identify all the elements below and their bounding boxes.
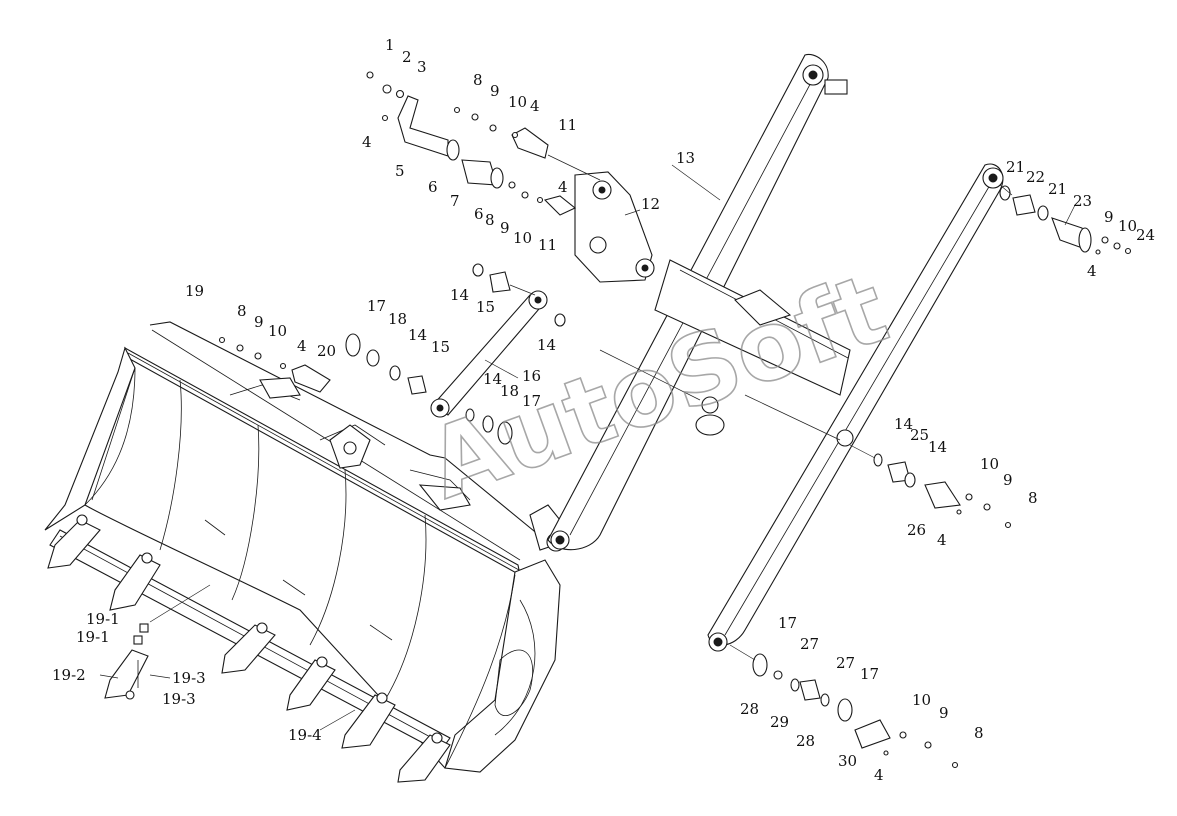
callout-19-1a: 19-1: [86, 610, 120, 628]
callout-6: 6: [428, 178, 438, 196]
callout-30: 30: [838, 752, 857, 770]
leader-lines: [99, 164, 1076, 731]
callout-14e: 14: [894, 415, 913, 433]
bell-crank: [574, 171, 655, 283]
callout-5: 5: [395, 162, 405, 180]
callout-10c: 10: [268, 322, 287, 340]
callout-28b: 28: [796, 732, 815, 750]
callout-9f: 9: [939, 704, 949, 722]
callout-2: 2: [402, 48, 412, 66]
callout-28: 28: [740, 700, 759, 718]
callout-11b: 11: [538, 236, 557, 254]
boom-arm: [547, 53, 1004, 652]
callout-13: 13: [676, 149, 695, 167]
callout-27: 27: [800, 635, 819, 653]
callout-24: 24: [1136, 226, 1155, 244]
callout-15b: 15: [431, 338, 450, 356]
callout-11: 11: [558, 116, 577, 134]
callout-18b: 18: [500, 382, 519, 400]
callout-4g: 4: [874, 766, 884, 784]
callout-10f: 10: [912, 691, 931, 709]
callout-3: 3: [417, 58, 427, 76]
callout-10d: 10: [1118, 217, 1137, 235]
callout-16: 16: [522, 367, 541, 385]
callout-19-3b: 19-3: [162, 690, 196, 708]
tooth-detail: [104, 584, 211, 700]
callout-14: 14: [450, 286, 469, 304]
bucket: [44, 321, 566, 783]
callout-19-1b: 19-1: [76, 628, 110, 646]
callout-26: 26: [907, 521, 926, 539]
callout-8d: 8: [1028, 489, 1038, 507]
callout-15: 15: [476, 298, 495, 316]
callout-4d: 4: [297, 337, 307, 355]
callout-14f: 14: [928, 438, 947, 456]
callout-8: 8: [473, 71, 483, 89]
callout-14c: 14: [408, 326, 427, 344]
callout-17c: 17: [778, 614, 797, 632]
callout-27b: 27: [836, 654, 855, 672]
callout-23: 23: [1073, 192, 1092, 210]
callout-9e: 9: [1003, 471, 1013, 489]
callout-22: 22: [1026, 168, 1045, 186]
pins-and-bushings: [218, 71, 1132, 769]
callout-20: 20: [317, 342, 336, 360]
callout-14d: 14: [483, 370, 502, 388]
callout-10e: 10: [980, 455, 999, 473]
callout-21b: 21: [1048, 180, 1067, 198]
callout-10: 10: [508, 93, 527, 111]
bucket-teeth: [47, 514, 451, 783]
callout-4f: 4: [937, 531, 947, 549]
callout-17d: 17: [860, 665, 879, 683]
callout-25: 25: [910, 426, 929, 444]
callout-19-2: 19-2: [52, 666, 86, 684]
callout-21: 21: [1006, 158, 1025, 176]
callout-19-3a: 19-3: [172, 669, 206, 687]
callout-14b: 14: [537, 336, 556, 354]
callout-8b: 8: [485, 211, 495, 229]
callout-19: 19: [185, 282, 204, 300]
callout-9b: 9: [500, 219, 510, 237]
callout-12: 12: [641, 195, 660, 213]
callout-9: 9: [490, 82, 500, 100]
callout-17b: 17: [522, 392, 541, 410]
callout-7: 7: [450, 192, 460, 210]
callout-4: 4: [362, 133, 372, 151]
callout-18: 18: [388, 310, 407, 328]
callout-10b: 10: [513, 229, 532, 247]
callout-1: 1: [385, 36, 395, 54]
callout-19-4: 19-4: [288, 726, 322, 744]
callout-4b: 4: [530, 97, 540, 115]
callout-9d: 9: [1104, 208, 1114, 226]
callout-6b: 6: [474, 205, 484, 223]
link-rod: [430, 290, 548, 418]
callout-4c: 4: [558, 178, 568, 196]
callout-8c: 8: [237, 302, 247, 320]
callout-17: 17: [367, 297, 386, 315]
callout-labels: 1 2 3 4 5 6 7 6 8 9 10 11 8 9 10 4 11 4 …: [52, 36, 1155, 784]
callout-4e: 4: [1087, 262, 1097, 280]
callout-9c: 9: [254, 313, 264, 331]
callout-29: 29: [770, 713, 789, 731]
callout-8e: 8: [974, 724, 984, 742]
